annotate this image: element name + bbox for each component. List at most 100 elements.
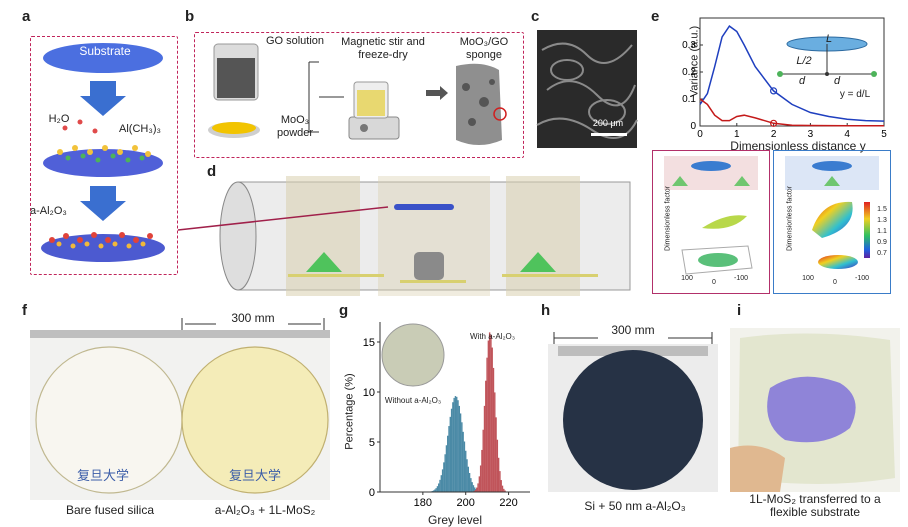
wafer-photo-h: [548, 332, 718, 492]
e-xtick-label-4: 4: [844, 129, 850, 140]
panel-label-h: h: [541, 302, 551, 319]
e-series-line-1: [699, 98, 884, 127]
panel-b-illustration: [208, 43, 507, 145]
g-bar-0-1877: [439, 479, 441, 492]
e-marker-0: [769, 119, 778, 127]
g-ytick-label-0: 0: [369, 487, 375, 499]
i-caption: 1L-MoS₂ transferred to a flexible substr…: [749, 492, 881, 519]
g-bar-1-2150: [497, 457, 500, 492]
g-xtick-label-0: 180: [414, 497, 432, 509]
colorbar-tick-0: 1.5: [877, 206, 887, 213]
g-bar-0-2027: [471, 482, 473, 492]
g-bar-1-2048: [476, 487, 478, 492]
surface-plot-left: [652, 150, 770, 294]
flexible-substrate-photo: [730, 328, 900, 492]
g-bar-0-2003: [466, 459, 468, 492]
sem-image: [536, 30, 638, 148]
panel-label-c: c: [531, 8, 540, 25]
surface-tick-r0: 100: [802, 275, 814, 282]
g-bar-0-1931: [450, 408, 453, 492]
surface-plot-right: [773, 150, 891, 294]
colorbar-tick-3: 0.9: [877, 239, 887, 246]
g-bar-1-2060: [478, 476, 481, 492]
g-ytick-label-2: 10: [363, 387, 375, 399]
g-bar-0-1955: [456, 396, 458, 492]
surface-tick-r2: -100: [854, 275, 869, 282]
e-inset: [777, 36, 877, 77]
f-logo-left: 复旦大学: [76, 469, 129, 484]
g-bar-0-1919: [448, 426, 450, 492]
g-bar-1-2174: [503, 488, 505, 492]
panel-label-b: b: [185, 8, 195, 25]
wafer-photo-f: [30, 318, 330, 500]
g-bar-0-1889: [441, 469, 444, 492]
g-bar-1-2054: [477, 483, 479, 492]
g-bar-0-1913: [447, 435, 449, 492]
g-bar-0-1883: [440, 475, 442, 492]
sponge-label: MoO₃/GO sponge: [459, 36, 509, 61]
surface-tick-l0: 100: [681, 275, 693, 282]
e-ytick-label-2: 0.2: [682, 67, 696, 78]
g-bar-1-2114: [490, 334, 492, 492]
e-series-line-0: [699, 25, 885, 122]
e-inset-d-right: d: [833, 75, 841, 87]
g-bar-0-2009: [467, 466, 469, 492]
g-bar-1-2102: [487, 340, 490, 492]
g-bar-1-2072: [481, 449, 483, 492]
g-bar-1-2162: [500, 480, 502, 492]
g-bar-0-1847: [432, 490, 435, 492]
g-bar-0-1991: [463, 441, 466, 492]
g-bar-0-2039: [474, 487, 476, 492]
h-size-label: 300 mm: [611, 323, 655, 337]
colorbar-tick-1: 1.3: [877, 217, 887, 224]
g-xtick-label-2: 220: [499, 497, 517, 509]
g-bar-0-1865: [436, 486, 439, 492]
g-bar-1-2066: [479, 465, 482, 492]
g-inset-wafer: [381, 323, 445, 387]
e-xtick-label-1: 1: [734, 129, 740, 140]
g-without-label: Without a-Al₂O₃: [384, 396, 442, 405]
g-bar-1-2168: [501, 485, 504, 492]
g-bar-1-2096: [486, 357, 488, 492]
e-xtick-label-0: 0: [697, 129, 703, 140]
panel-a-frame: [30, 36, 178, 275]
panel-label-g: g: [339, 302, 349, 319]
h-caption: Si + 50 nm a-Al₂O₃: [584, 499, 686, 513]
stir-freeze-label: Magnetic stir and freeze-dry: [341, 36, 425, 61]
g-bar-0-1853: [434, 489, 436, 492]
g-bar-0-1901: [444, 454, 446, 492]
g-bar-0-1997: [465, 450, 467, 492]
f-logo-right: 复旦大学: [228, 469, 281, 484]
g-ylabel: Percentage (%): [343, 373, 356, 450]
g-bar-1-2120: [491, 347, 493, 492]
colorbar-tick-2: 1.1: [877, 228, 887, 235]
g-bar-1-2156: [499, 471, 501, 492]
g-bar-0-1859: [435, 488, 437, 492]
g-bar-0-1895: [443, 462, 445, 492]
panel-label-i: i: [737, 302, 742, 319]
panel-b-frame: [194, 32, 524, 158]
g-bar-0-1925: [449, 416, 451, 492]
g-bar-0-2021: [470, 478, 472, 492]
g-bar-0-1979: [461, 422, 463, 492]
g-bar-0-1937: [452, 402, 454, 492]
g-bar-0-1985: [462, 431, 464, 492]
e-inset-L2: L/2: [796, 55, 812, 67]
panel-label-d: d: [207, 163, 217, 180]
e-inset-L: L: [825, 33, 833, 45]
g-bar-1-2144: [496, 439, 499, 492]
panel-a-illustration: [41, 43, 165, 262]
f-caption-right: a-Al₂O₃ + 1L-MoS₂: [214, 503, 316, 517]
f-caption-left: Bare fused silica: [65, 503, 155, 517]
surface-tick-l1: 0: [712, 279, 716, 286]
panel-label-f: f: [22, 302, 27, 319]
sem-scale-label: 200 μm: [592, 118, 624, 128]
g-ytick-label-3: 15: [363, 337, 375, 349]
g-xlabel: Grey level: [427, 513, 483, 527]
surface-plots-art: [664, 156, 879, 275]
g-bar-0-1961: [457, 400, 459, 492]
h2o-label: H₂O: [48, 113, 70, 125]
e-xtick-label-5: 5: [881, 129, 887, 140]
